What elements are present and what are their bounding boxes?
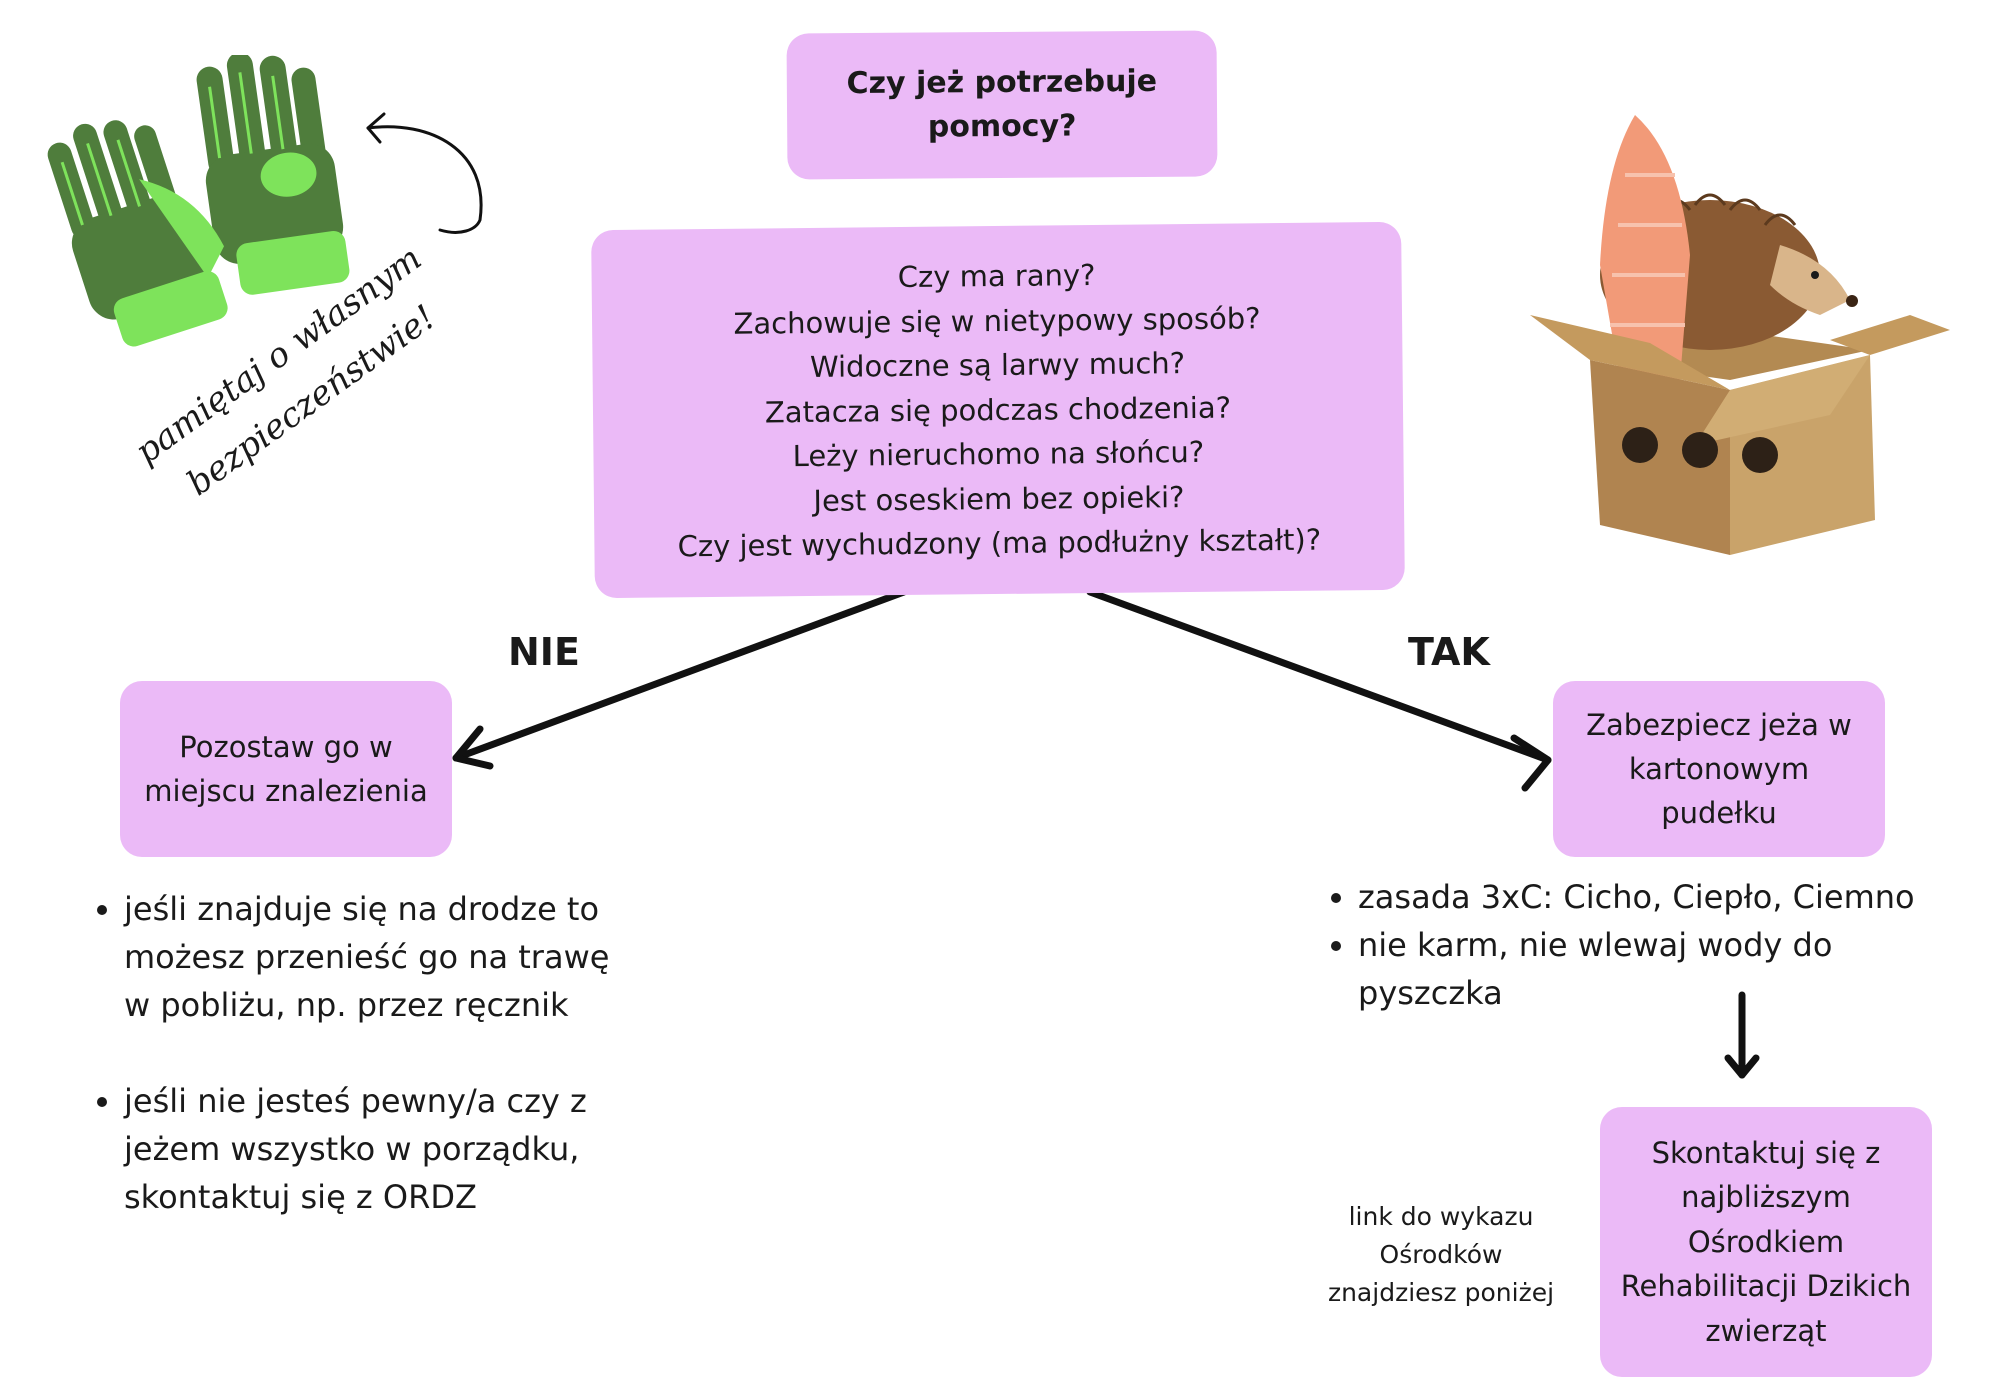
side-note-line: Ośrodków [1379,1240,1503,1269]
title-line: pomocy? [927,108,1077,145]
tip-line: pyszczka [1358,974,1503,1012]
tip-line: nie karm, nie wlewaj wody do [1358,926,1833,964]
no-branch-label: NIE [508,630,580,674]
question-item: Zatacza się podczas chodzenia? [764,390,1232,430]
list-item: zasada 3xC: Cicho, Ciepło, Ciemno [1358,873,2000,921]
hedgehog-in-box-icon [1530,115,1950,555]
curved-arrow-icon [366,112,483,234]
question-item: Czy jest wychudzony (ma podłużny kształt… [677,522,1322,564]
tip-line: jeśli nie jesteś pewny/a czy z [124,1082,587,1120]
tip-line: jeżem wszystko w porządku, [124,1130,580,1168]
yes-branch-label: TAK [1408,630,1490,674]
yes-action-line: kartonowym [1628,752,1810,786]
arrow-no [452,588,908,762]
arrow-yes [1086,588,1552,764]
contact-line: zwierząt [1705,1313,1827,1348]
question-item: Zachowuje się w nietypowy sposób? [733,300,1261,341]
tip-line: w pobliżu, np. przez ręcznik [124,986,569,1024]
gloves-icon [47,55,350,347]
title-line: Czy jeż potrzebuje [846,63,1158,102]
contact-line: Rehabilitacji Dzikich [1620,1269,1912,1304]
list-item: jeśli nie jesteś pewny/a czy z jeżem wsz… [124,1077,724,1221]
title-box: Czy jeż potrzebuje pomocy? [786,30,1218,180]
yes-action-line: pudełku [1661,796,1777,830]
no-action-line: miejscu znalezienia [144,774,428,808]
contact-center-box: Skontaktuj się z najbliższym Ośrodkiem R… [1600,1107,1932,1377]
arrow-no-head [452,725,494,770]
yes-action-line: Zabezpiecz jeża w [1586,708,1852,742]
list-item: jeśli znajduje się na drodze to możesz p… [124,885,724,1029]
contact-line: Ośrodkiem [1687,1224,1845,1259]
yes-tips-list: zasada 3xC: Cicho, Ciepło, Ciemno nie ka… [1316,873,2000,1017]
yes-action-box: Zabezpiecz jeża w kartonowym pudełku [1553,681,1885,857]
arrow-yes-head [1510,734,1552,792]
question-item: Czy ma rany? [897,258,1096,295]
question-item: Widoczne są larwy much? [809,346,1186,385]
contact-line: najbliższym [1681,1180,1851,1215]
tip-line: jeśli znajduje się na drodze to [124,890,600,928]
question-item: Jest oseskiem bez opieki? [813,479,1185,518]
no-tips-list: jeśli znajduje się na drodze to możesz p… [82,885,724,1221]
list-item: nie karm, nie wlewaj wody do pyszczka [1358,921,2000,1017]
side-note-line: link do wykazu [1348,1202,1534,1231]
tip-line: możesz przenieść go na trawę [124,938,610,976]
tip-line: zasada 3xC: Cicho, Ciepło, Ciemno [1358,878,1915,916]
questions-box: Czy ma rany? Zachowuje się w nietypowy s… [591,221,1405,599]
tip-line: skontaktuj się z ORDZ [124,1178,477,1216]
side-note-line: znajdziesz poniżej [1327,1278,1555,1307]
question-item: Leży nieruchomo na słońcu? [792,435,1205,474]
contact-line: Skontaktuj się z [1651,1135,1881,1170]
centers-link-note: link do wykazu Ośrodków znajdziesz poniż… [1315,1198,1567,1312]
no-action-box: Pozostaw go w miejscu znalezienia [120,681,452,857]
no-action-line: Pozostaw go w [179,730,393,764]
arrow-down-head [1724,1054,1760,1079]
